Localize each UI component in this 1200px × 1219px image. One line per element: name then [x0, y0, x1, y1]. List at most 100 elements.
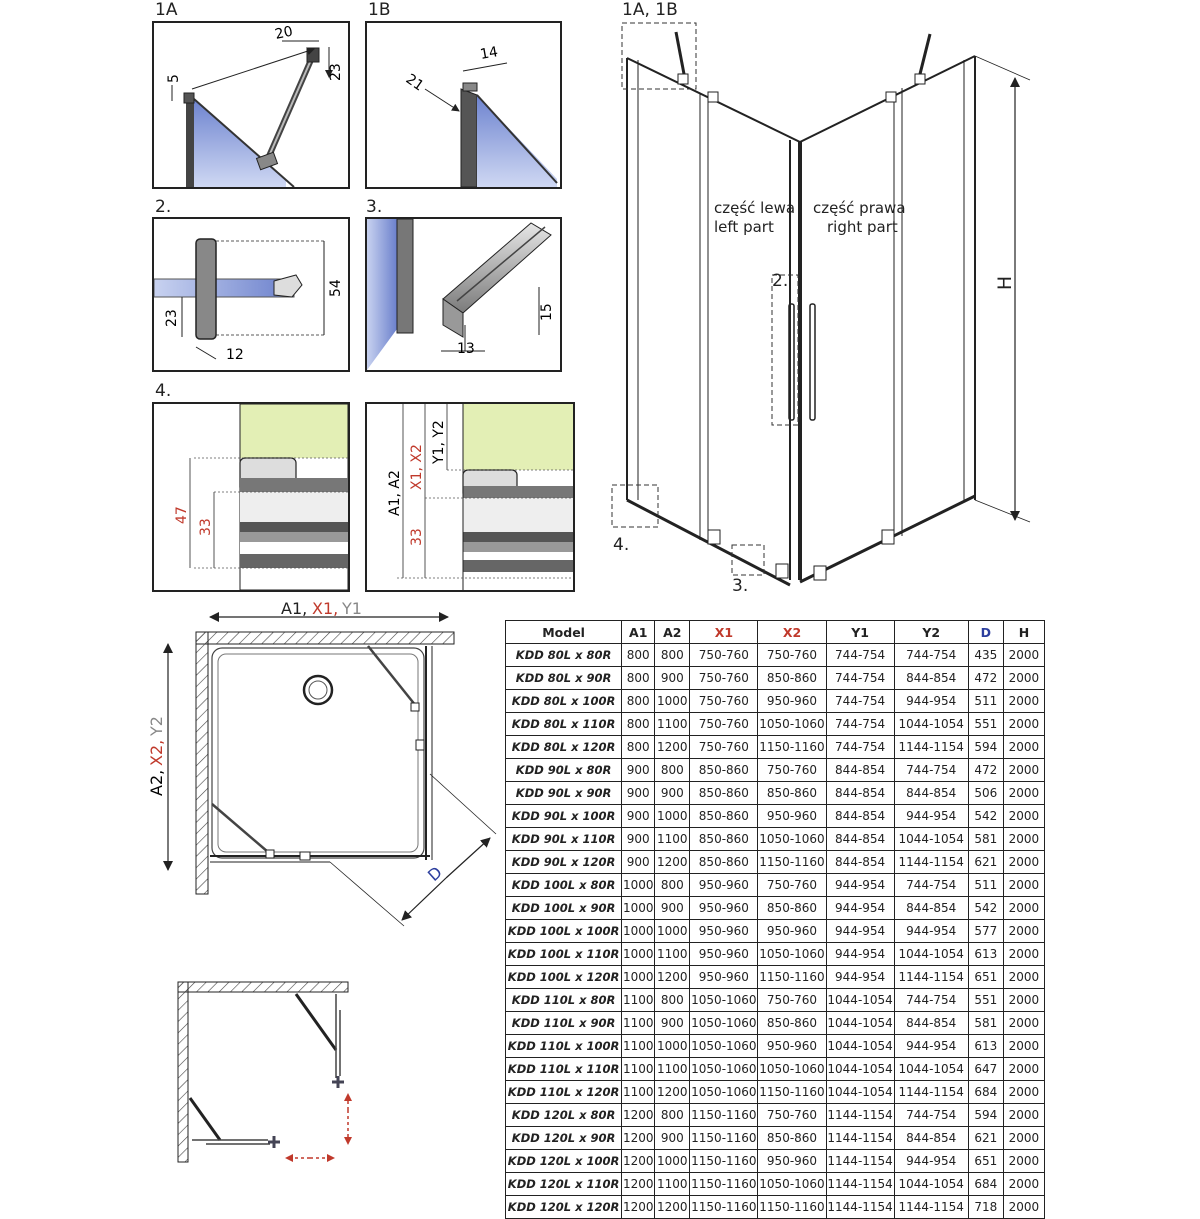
col-a2: A2: [654, 620, 691, 644]
table-cell: 613: [967, 1034, 1004, 1058]
table-cell: 850-860: [757, 1126, 827, 1150]
main-label-3: 3.: [732, 576, 749, 596]
left-part-en: left part: [714, 218, 774, 236]
table-cell: 2000: [1002, 804, 1046, 828]
col-h: H: [1002, 620, 1046, 644]
plan-side-labels: A2, X2, Y2 D: [147, 716, 446, 885]
table-cell: KDD 90L x 110R: [504, 827, 623, 851]
table-cell: 684: [967, 1172, 1004, 1196]
table-cell: 1200: [654, 1080, 691, 1104]
table-cell: 750-760: [757, 988, 827, 1012]
table-cell: 1150-1160: [757, 850, 827, 874]
table-cell: 2000: [1002, 666, 1046, 690]
table-cell: 800: [621, 735, 656, 759]
table-cell: KDD 90L x 120R: [504, 850, 623, 874]
table-cell: 1144-1154: [825, 1126, 895, 1150]
table-cell: 1044-1054: [825, 1034, 895, 1058]
table-cell: 750-760: [689, 666, 759, 690]
main-label-4: 4.: [613, 535, 630, 555]
table-cell: 800: [621, 689, 656, 713]
table-cell: 1200: [654, 1195, 691, 1219]
detail-2-panel: 54 23 12: [152, 217, 350, 372]
table-cell: 1144-1154: [893, 850, 969, 874]
table-cell: 511: [967, 873, 1004, 897]
table-cell: 2000: [1002, 1195, 1046, 1219]
dim-1b-14: 14: [479, 44, 499, 63]
table-cell: 850-860: [689, 758, 759, 782]
table-cell: 850-860: [757, 781, 827, 805]
table-cell: 800: [621, 712, 656, 736]
table-cell: 1000: [621, 896, 656, 920]
table-cell: 944-954: [825, 942, 895, 966]
table-cell: 1000: [621, 965, 656, 989]
table-cell: 1044-1054: [825, 1011, 895, 1035]
col-model: Model: [504, 620, 623, 644]
table-cell: 2000: [1002, 873, 1046, 897]
table-cell: 1100: [654, 942, 691, 966]
table-cell: 1144-1154: [893, 965, 969, 989]
table-cell: 2000: [1002, 965, 1046, 989]
left-part-pl: część lewa: [714, 199, 796, 217]
table-cell: 718: [967, 1195, 1004, 1219]
table-cell: 2000: [1002, 1034, 1046, 1058]
dim-4-33: 33: [198, 518, 214, 536]
table-cell: 844-854: [893, 666, 969, 690]
table-cell: 950-960: [757, 804, 827, 828]
table-cell: KDD 110L x 110R: [504, 1057, 623, 1081]
height-label: H: [994, 275, 1017, 291]
table-cell: 511: [967, 689, 1004, 713]
table-cell: KDD 120L x 120R: [504, 1195, 623, 1219]
table-cell: KDD 80L x 120R: [504, 735, 623, 759]
table-cell: 844-854: [825, 850, 895, 874]
table-cell: KDD 120L x 100R: [504, 1149, 623, 1173]
table-cell: 1000: [621, 942, 656, 966]
table-cell: KDD 120L x 110R: [504, 1172, 623, 1196]
table-cell: 1050-1060: [757, 1057, 827, 1081]
table-cell: 744-754: [825, 689, 895, 713]
detail-1b-label: 1B: [368, 0, 391, 20]
table-cell: 900: [621, 850, 656, 874]
table-cell: 621: [967, 1126, 1004, 1150]
table-cell: 1150-1160: [689, 1172, 759, 1196]
col-x2: X2: [757, 620, 827, 644]
table-cell: 1044-1054: [893, 827, 969, 851]
table-cell: 542: [967, 896, 1004, 920]
table-cell: 900: [654, 896, 691, 920]
detail-3-label: 3.: [366, 197, 383, 217]
dim-3-15: 15: [539, 303, 555, 321]
table-cell: KDD 80L x 110R: [504, 712, 623, 736]
table-cell: 900: [621, 804, 656, 828]
table-cell: 1100: [621, 1057, 656, 1081]
table-cell: 1150-1160: [757, 1080, 827, 1104]
plan-top-a: A1,: [281, 599, 308, 618]
table-cell: 1144-1154: [825, 1149, 895, 1173]
table-cell: 2000: [1002, 689, 1046, 713]
table-cell: 2000: [1002, 896, 1046, 920]
table-cell: 1044-1054: [893, 942, 969, 966]
dim-1a-5: 5: [166, 74, 182, 83]
table-cell: KDD 110L x 90R: [504, 1011, 623, 1035]
table-cell: 1100: [654, 1172, 691, 1196]
table-cell: 1150-1160: [689, 1149, 759, 1173]
table-cell: 850-860: [689, 804, 759, 828]
table-cell: 744-754: [825, 666, 895, 690]
table-cell: 950-960: [757, 919, 827, 943]
table-cell: 750-760: [757, 1103, 827, 1127]
table-cell: 1100: [621, 1011, 656, 1035]
table-cell: 684: [967, 1080, 1004, 1104]
plan-top-x: X1,: [312, 599, 339, 618]
table-cell: 1200: [621, 1172, 656, 1196]
cabin-3d-drawing: [611, 22, 1031, 587]
table-cell: 900: [654, 781, 691, 805]
table-cell: 1044-1054: [893, 1057, 969, 1081]
detail-4-panel: 47 33: [152, 402, 350, 592]
